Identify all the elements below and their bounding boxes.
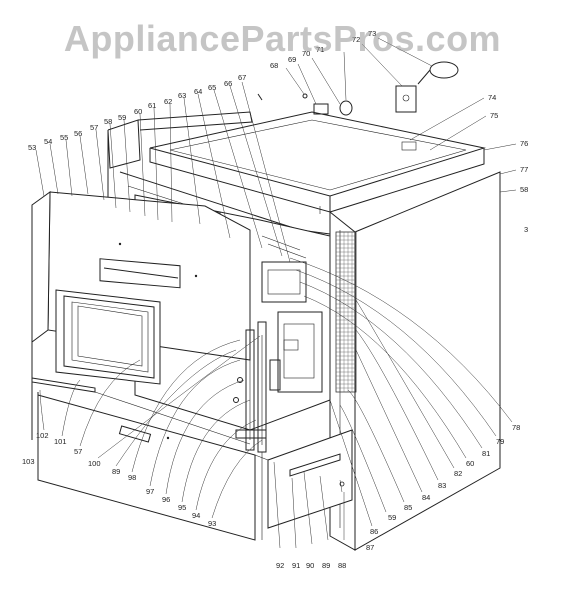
- callout-75: 75: [490, 111, 498, 120]
- callout-60-top: 60: [134, 107, 142, 116]
- callout-72: 72: [352, 35, 360, 44]
- callout-labels: 53 54 55 56 57 58 59 60 61 62 63 64 65 6…: [22, 29, 528, 570]
- callout-58-right: 58: [520, 185, 528, 194]
- callout-90: 90: [306, 561, 314, 570]
- callout-95: 95: [178, 503, 186, 512]
- callout-73: 73: [368, 29, 376, 38]
- callout-56: 56: [74, 129, 82, 138]
- callout-64: 64: [194, 87, 202, 96]
- callout-61: 61: [148, 101, 156, 110]
- callout-70: 70: [302, 49, 310, 58]
- callout-83: 83: [438, 481, 446, 490]
- callout-67: 67: [238, 73, 246, 82]
- right-side-panel: [329, 171, 501, 551]
- lower-right-drawer: [254, 429, 353, 540]
- watermark: AppliancePartsPros.com: [63, 18, 502, 59]
- insulation-grid: [335, 231, 357, 393]
- callout-66: 66: [224, 79, 232, 88]
- callout-55: 55: [60, 133, 68, 142]
- callout-57: 57: [74, 447, 82, 456]
- callout-82: 82: [454, 469, 462, 478]
- callout-87: 87: [366, 543, 374, 552]
- callout-100: 100: [88, 459, 101, 468]
- callout-92: 92: [276, 561, 284, 570]
- callout-81: 81: [482, 449, 490, 458]
- callout-76: 76: [520, 139, 528, 148]
- cabinet-top: [149, 111, 486, 214]
- callout-69: 69: [288, 55, 296, 64]
- callout-96: 96: [162, 495, 170, 504]
- callout-65: 65: [208, 83, 216, 92]
- callout-63-top: 63: [178, 91, 186, 100]
- callout-53: 53: [28, 143, 36, 152]
- callout-62: 62: [164, 97, 172, 106]
- lower-drawer: [37, 394, 256, 541]
- callout-3: 3: [524, 225, 528, 234]
- callout-68: 68: [270, 61, 278, 70]
- callout-54: 54: [44, 137, 52, 146]
- callout-88: 88: [338, 561, 346, 570]
- callout-60: 60: [466, 459, 474, 468]
- top-components: [257, 61, 459, 116]
- leader-lines: [35, 37, 517, 549]
- callout-78: 78: [512, 423, 520, 432]
- callout-101: 101: [54, 437, 67, 446]
- callout-98: 98: [128, 473, 136, 482]
- callout-74: 74: [488, 93, 496, 102]
- callout-84: 84: [422, 493, 430, 502]
- callout-58: 58: [104, 117, 112, 126]
- callout-102: 102: [36, 431, 49, 440]
- callout-94: 94: [192, 511, 200, 520]
- callout-77: 77: [520, 165, 528, 174]
- callout-71: 71: [316, 45, 324, 54]
- callout-89: 89: [322, 561, 330, 570]
- callout-79: 79: [496, 437, 504, 446]
- callout-86: 86: [370, 527, 378, 536]
- hinge-assembly: [233, 321, 281, 453]
- callout-59-top: 59: [118, 113, 126, 122]
- callout-103: 103: [22, 457, 35, 466]
- callout-91: 91: [292, 561, 300, 570]
- callout-93: 93: [208, 519, 216, 528]
- callout-57-top: 57: [90, 123, 98, 132]
- callout-97: 97: [146, 487, 154, 496]
- callout-59: 59: [388, 513, 396, 522]
- callout-85: 85: [404, 503, 412, 512]
- oven-window-frame: [55, 289, 161, 385]
- callout-89-left: 89: [112, 467, 120, 476]
